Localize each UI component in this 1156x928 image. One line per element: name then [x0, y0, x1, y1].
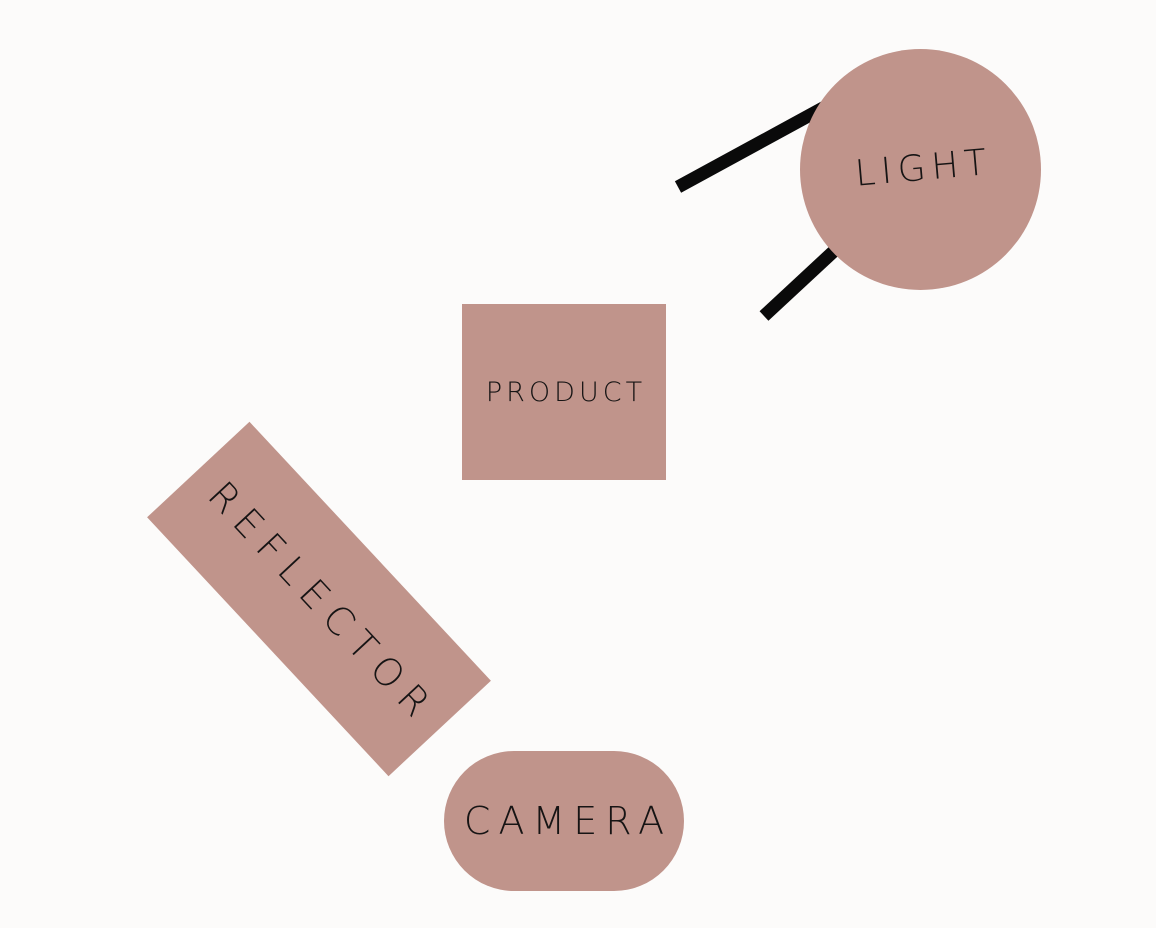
- product-node: PRODUCT: [462, 304, 666, 480]
- light-node: LIGHT: [800, 49, 1041, 290]
- camera-label: CAMERA: [463, 799, 673, 843]
- reflector-label: REFLECTOR: [199, 473, 446, 733]
- reflector-node: REFLECTOR: [147, 421, 491, 777]
- camera-node: CAMERA: [444, 751, 684, 891]
- product-label: PRODUCT: [485, 376, 647, 408]
- light-label: LIGHT: [853, 141, 994, 195]
